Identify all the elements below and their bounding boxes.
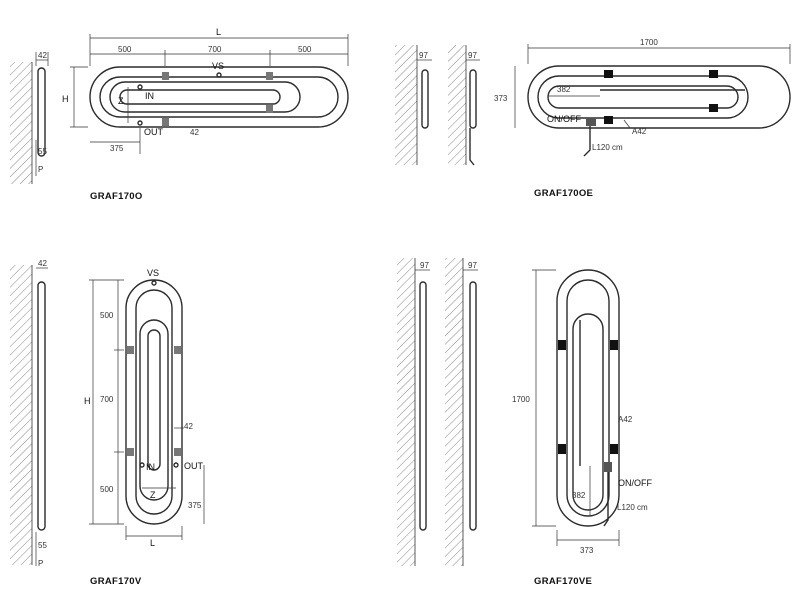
dim-42-pipe: 42 bbox=[190, 128, 199, 137]
wall-side-views: 97 97 bbox=[395, 45, 480, 166]
title-graf170ve: GRAF170VE bbox=[534, 576, 592, 587]
wall-side-view-v: 42 55 P bbox=[10, 259, 48, 568]
dim-42-v: 42 bbox=[38, 259, 47, 268]
wall-side-views-v: 97 97 bbox=[397, 258, 478, 566]
graf170ve-drawing: 97 97 1700 A42 ON/OFF 382 L1 bbox=[397, 258, 652, 587]
label-a42: A42 bbox=[632, 127, 647, 136]
radiator-horizontal-electric: 1700 373 382 ON/OFF A42 L120 cm bbox=[494, 38, 791, 157]
title-graf170oe: GRAF170OE bbox=[534, 188, 593, 199]
dim-700-v: 700 bbox=[100, 395, 114, 404]
dim-z: Z bbox=[118, 96, 124, 106]
dim-h: H bbox=[62, 94, 69, 104]
label-vs: VS bbox=[212, 61, 224, 71]
label-vs-v: VS bbox=[147, 268, 159, 278]
label-onoff-v: ON/OFF bbox=[618, 478, 652, 488]
label-out-v: OUT bbox=[184, 461, 204, 471]
dim-p-v: P bbox=[38, 559, 43, 568]
graf170o-drawing: 42 55 P L 500 700 bbox=[10, 27, 349, 202]
title-graf170v: GRAF170V bbox=[90, 576, 142, 587]
graf170v-drawing: 42 55 P VS IN OUT H 50 bbox=[10, 259, 205, 587]
label-cable: L120 cm bbox=[592, 143, 623, 152]
label-vs-in: IN bbox=[145, 91, 154, 101]
graf170oe-drawing: 97 97 1700 373 382 ON/OFF bbox=[395, 38, 791, 199]
wall-side-view: 42 55 P bbox=[10, 51, 49, 184]
dim-42: 42 bbox=[38, 51, 47, 60]
dim-1700: 1700 bbox=[640, 38, 658, 47]
dim-97-v-b: 97 bbox=[468, 261, 477, 270]
radiator-vertical-front: VS IN OUT H 500 700 500 42 Z 375 L bbox=[84, 268, 205, 548]
dim-97-v-a: 97 bbox=[420, 261, 429, 270]
dim-1700-v: 1700 bbox=[512, 395, 530, 404]
dim-97-a: 97 bbox=[419, 51, 428, 60]
dim-500-left: 500 bbox=[118, 45, 132, 54]
dim-l-v: L bbox=[150, 538, 155, 548]
title-graf170o: GRAF170O bbox=[90, 191, 143, 202]
dim-42-pipe-v: 42 bbox=[184, 422, 193, 431]
dim-375-v: 375 bbox=[188, 501, 202, 510]
dim-382-v: 382 bbox=[572, 491, 586, 500]
dim-h-v: H bbox=[84, 396, 91, 406]
dim-55-v: 55 bbox=[38, 541, 47, 550]
dim-500-right: 500 bbox=[298, 45, 312, 54]
label-onoff: ON/OFF bbox=[547, 114, 581, 124]
label-a42-v: A42 bbox=[618, 415, 633, 424]
label-in-v: IN bbox=[146, 462, 155, 472]
label-out: OUT bbox=[144, 127, 164, 137]
radiator-vertical-electric: 1700 A42 ON/OFF 382 L120 cm 373 bbox=[512, 269, 652, 555]
dim-55: 55 bbox=[38, 147, 47, 156]
dim-373: 373 bbox=[494, 94, 508, 103]
dim-97-b: 97 bbox=[468, 51, 477, 60]
label-cable-v: L120 cm bbox=[617, 503, 648, 512]
dim-382: 382 bbox=[557, 85, 571, 94]
radiator-horizontal-front: L 500 700 500 H Z IN VS OUT 42 375 bbox=[62, 27, 349, 154]
dim-700: 700 bbox=[208, 45, 222, 54]
dim-375: 375 bbox=[110, 144, 124, 153]
dim-500-top: 500 bbox=[100, 311, 114, 320]
dim-p: P bbox=[38, 165, 43, 174]
dim-z-v: Z bbox=[150, 490, 156, 500]
dim-373-v: 373 bbox=[580, 546, 594, 555]
dim-l: L bbox=[216, 27, 221, 37]
dim-500-bottom: 500 bbox=[100, 485, 114, 494]
